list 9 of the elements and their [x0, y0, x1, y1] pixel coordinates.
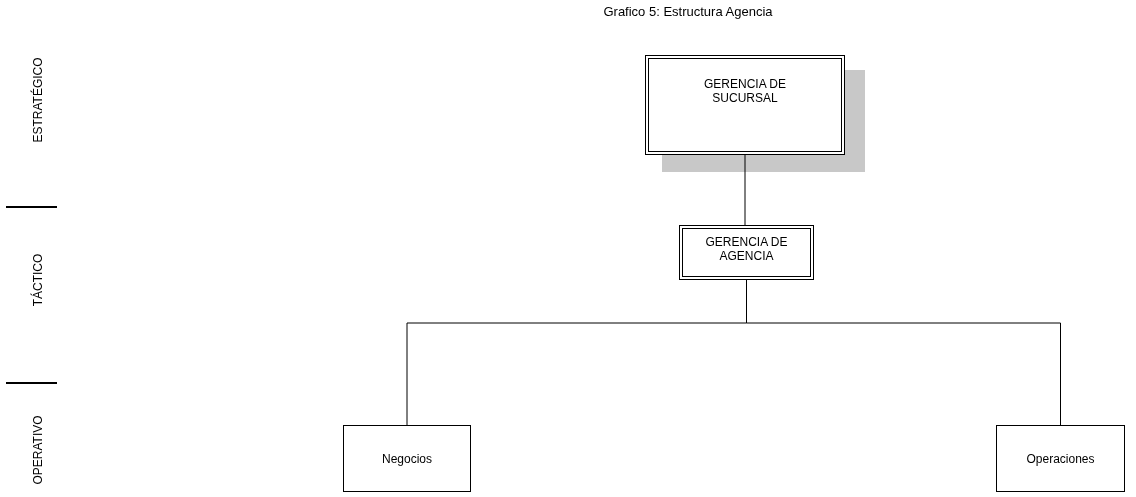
org-box: Negocios: [343, 425, 471, 492]
level-label: ESTRATÉGICO: [31, 57, 45, 143]
org-box: GERENCIA DE AGENCIA: [679, 225, 814, 280]
org-box: Operaciones: [996, 425, 1125, 492]
level-label: TÁCTICO: [31, 253, 45, 307]
diagram-title: Grafico 5: Estructura Agencia: [603, 4, 773, 19]
level-label: OPERATIVO: [31, 415, 45, 485]
org-box: GERENCIA DE SUCURSAL: [645, 55, 845, 155]
connector-line: [744, 154, 746, 226]
